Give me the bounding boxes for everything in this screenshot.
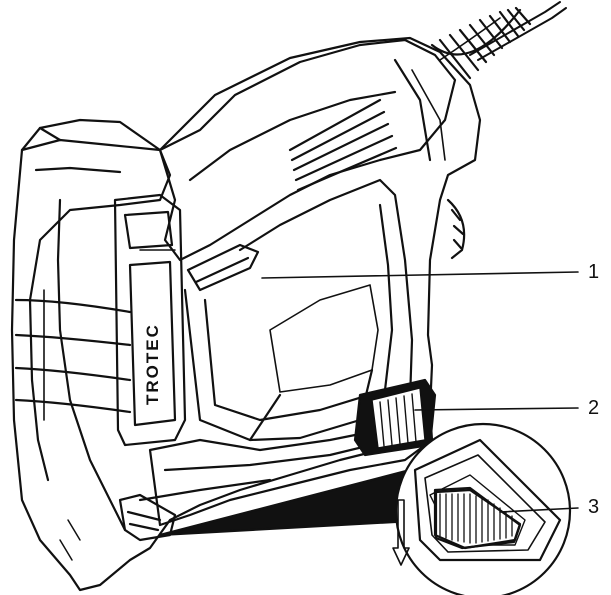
leader-line-2 xyxy=(414,407,579,411)
impact-force-regulator-detail xyxy=(413,438,562,562)
impact-force-regulator xyxy=(353,378,437,457)
callout-2: 2 xyxy=(588,397,600,419)
callout-3: 3 xyxy=(588,496,600,518)
leader-line-1 xyxy=(261,271,579,279)
leader-line-3 xyxy=(499,507,579,513)
zoom-wedge xyxy=(158,468,432,537)
handle xyxy=(158,38,457,262)
callout-1: 1 xyxy=(588,261,600,283)
cord-strain-relief xyxy=(430,6,532,80)
base xyxy=(148,408,434,527)
arrow-down-icon xyxy=(392,499,410,566)
power-cord xyxy=(430,1,567,80)
brand-label: TROTEC xyxy=(143,323,162,405)
handle-vents xyxy=(288,98,398,192)
trigger xyxy=(186,243,260,292)
